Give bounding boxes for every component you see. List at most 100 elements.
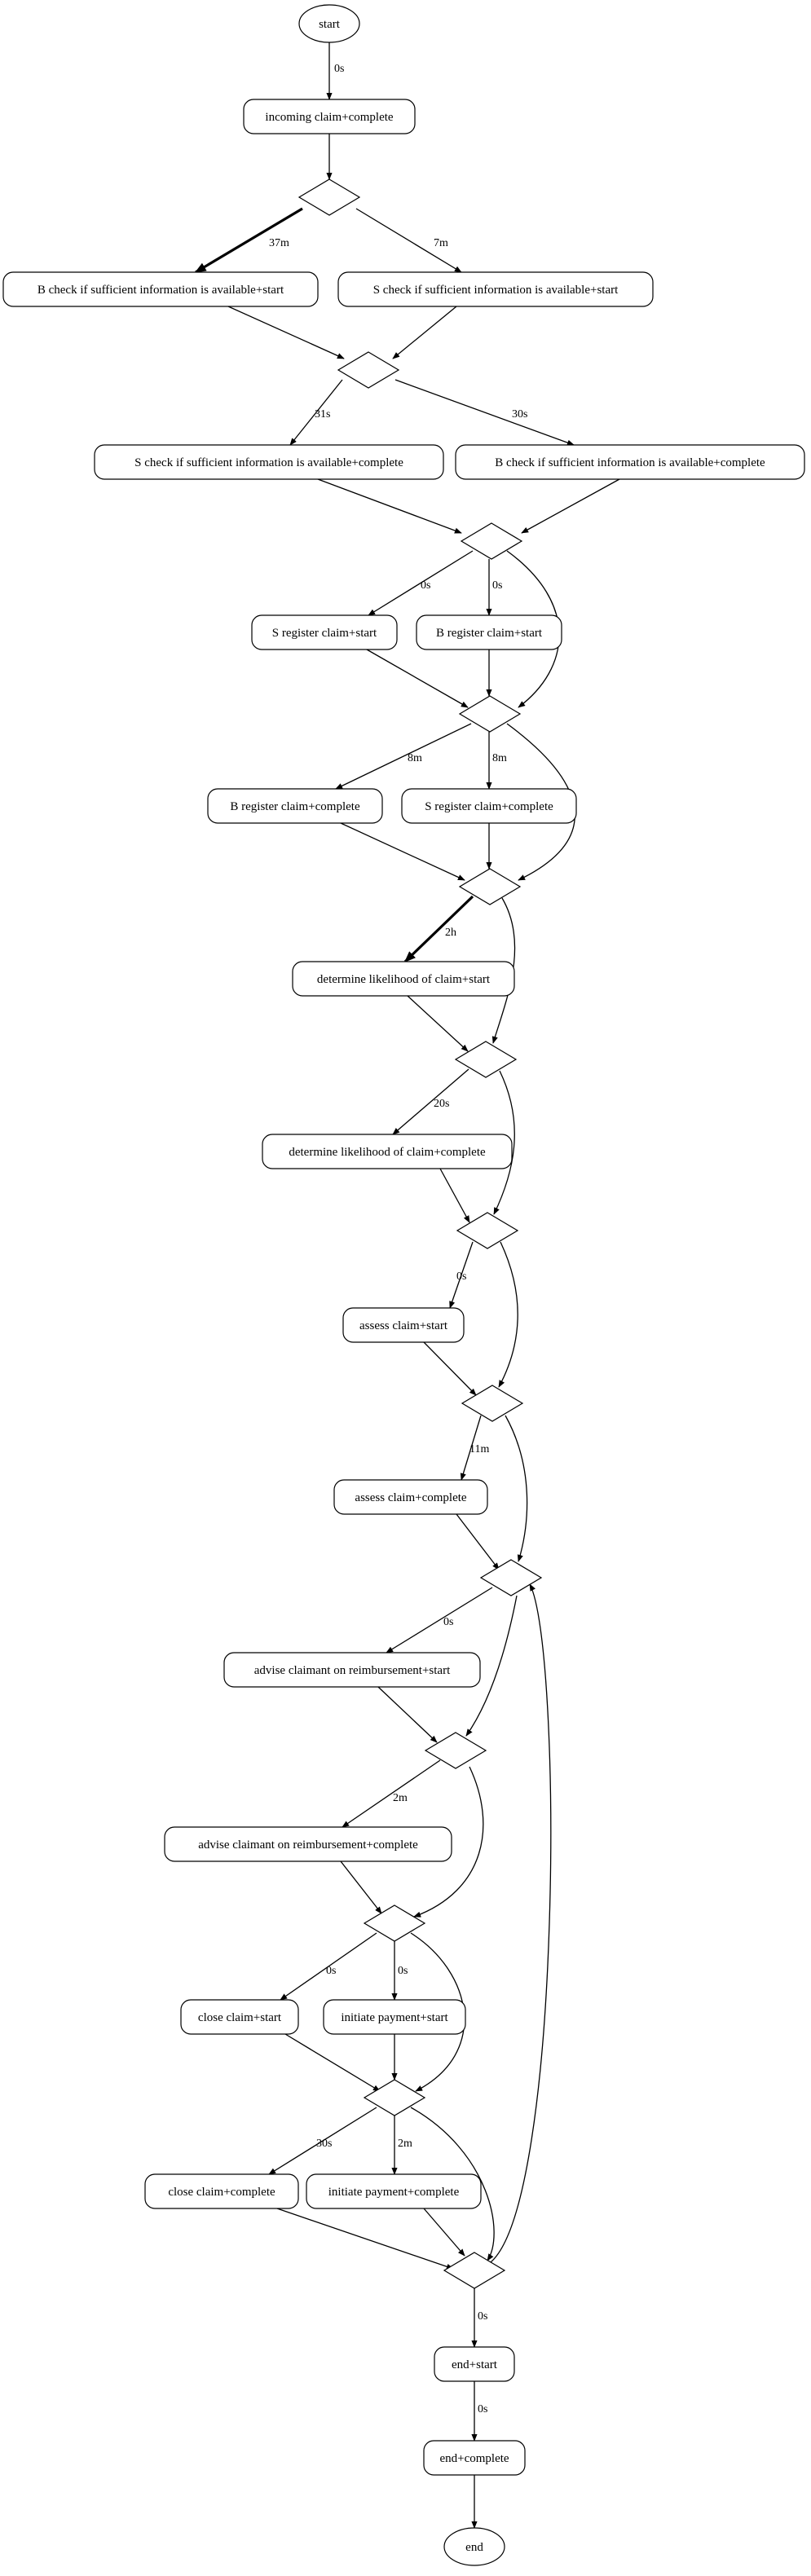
edge-label-g11-to-pay_start: 0s [398,1965,408,1977]
edge-advise_start-to-g10 [377,1686,438,1743]
gateway-diamond [458,868,522,905]
node-assess_complete: assess claim+complete [333,1479,488,1515]
edge-label-g7-to-assess_start: 0s [456,1270,466,1283]
node-label: incoming claim+complete [265,111,394,124]
edge-label-g5-to-det_start: 2h [445,927,456,939]
edge-label-g12-to-close_complete: 30s [316,2138,332,2150]
edge-label-g9-to-advise_start: 0s [443,1616,453,1628]
node-label: B register claim+start [436,627,543,640]
node-start: start [298,4,360,43]
activity-box [144,2173,299,2209]
node-label: determine likelihood of claim+start [317,973,491,986]
activity-box [262,1134,513,1169]
edge-g5-to-det_start [403,895,474,963]
edge-g7-to-assess_start [449,1241,474,1309]
node-g13 [443,2252,506,2289]
activity-box [323,1999,466,2035]
edge-g6-to-g7 [493,1070,515,1215]
edge-g2-to-s_check_complete [289,379,343,446]
edge-label-g11-to-close_start: 0s [326,1965,336,1977]
edge-assess_complete-to-g9 [456,1513,500,1570]
node-incoming: incoming claim+complete [243,99,416,134]
node-label: B register claim+complete [230,800,360,813]
edge-g4-to-b_reg_complete [335,723,472,790]
edge-g10-to-advise_complete [342,1759,441,1828]
gateway-diamond [460,522,523,560]
activity-box [342,1307,465,1343]
node-g1 [298,178,361,216]
edge-g9-to-g10 [465,1595,518,1737]
terminal-ellipse [298,4,360,43]
node-label: assess claim+complete [355,1491,467,1504]
edge-label-g10-to-advise_complete: 2m [393,1792,408,1804]
edge-close_complete-to-g13 [276,2208,454,2270]
edge-pay_complete-to-g13 [423,2208,465,2257]
edge-label-g4-to-s_reg_complete: 8m [492,752,507,764]
node-label: start [319,18,341,31]
activity-box [434,2346,515,2382]
gateway-diamond [298,178,361,216]
node-g9 [479,1559,543,1596]
edge-b_check_start-to-g2 [227,306,345,359]
edge-label-g3-to-s_reg_start: 0s [421,579,430,592]
node-s_check_complete: S check if sufficient information is ava… [94,444,444,480]
node-b_check_start: B check if sufficient information is ava… [2,271,319,307]
node-assess_start: assess claim+start [342,1307,465,1343]
activity-box [337,271,654,307]
edge-g12-to-g13 [410,2107,495,2261]
node-g7 [456,1212,519,1249]
gateway-diamond [454,1041,518,1078]
node-g8 [461,1385,524,1422]
node-label: initiate payment+start [341,2011,448,2024]
node-label: S check if sufficient information is ava… [134,456,403,469]
edge-g8-to-g9 [505,1415,528,1562]
edge-g1-to-b_check_start [194,207,303,274]
activity-box [223,1652,481,1688]
edge-g3-to-s_reg_start [368,550,474,616]
edge-g7-to-g8 [498,1241,518,1388]
activity-box [94,444,444,480]
edge-label-g8-to-assess_complete: 11m [469,1443,489,1455]
edge-det_start-to-g6 [407,995,469,1052]
activity-box [401,788,577,824]
node-s_check_start: S check if sufficient information is ava… [337,271,654,307]
activity-box [455,444,805,480]
node-label: S register claim+complete [425,800,553,813]
node-label: B check if sufficient information is ava… [37,284,284,297]
edge-assess_start-to-g8 [423,1341,477,1396]
node-label: end+start [452,2358,498,2371]
edge-g10-to-g11 [413,1766,484,1918]
activity-box [180,1999,299,2035]
gateway-diamond [424,1732,487,1769]
node-label: B check if sufficient information is ava… [495,456,765,469]
edge-g8-to-assess_complete [460,1415,482,1481]
edge-g6-to-det_complete [392,1068,469,1135]
edge-label-start-to-incoming: 0s [334,63,344,75]
node-b_reg_complete: B register claim+complete [207,788,383,824]
node-g12 [363,2079,426,2116]
gateway-diamond [363,1904,426,1942]
node-g4 [458,695,522,733]
edge-g11-to-close_start [280,1932,377,2001]
node-s_reg_complete: S register claim+complete [401,788,577,824]
activity-box [423,2440,526,2476]
node-advise_start: advise claimant on reimbursement+start [223,1652,481,1688]
edge-b_check_complete-to-g3 [521,478,620,534]
node-end: end [443,2527,505,2566]
activity-box [2,271,319,307]
node-label: initiate payment+complete [328,2186,460,2199]
activity-box [251,614,398,650]
node-b_check_complete: B check if sufficient information is ava… [455,444,805,480]
node-det_start: determine likelihood of claim+start [292,961,515,997]
edge-s_check_complete-to-g3 [317,478,462,534]
node-det_complete: determine likelihood of claim+complete [262,1134,513,1169]
node-label: advise claimant on reimbursement+complet… [198,1838,418,1852]
edge-advise_complete-to-g11 [340,1860,382,1914]
edge-close_start-to-g12 [284,2033,381,2092]
terminal-ellipse [443,2527,505,2566]
node-g2 [337,351,400,389]
edge-label-g3-to-b_reg_start: 0s [492,579,502,592]
edge-label-g2-to-b_check_complete: 30s [512,408,527,421]
node-label: close claim+start [198,2011,282,2024]
